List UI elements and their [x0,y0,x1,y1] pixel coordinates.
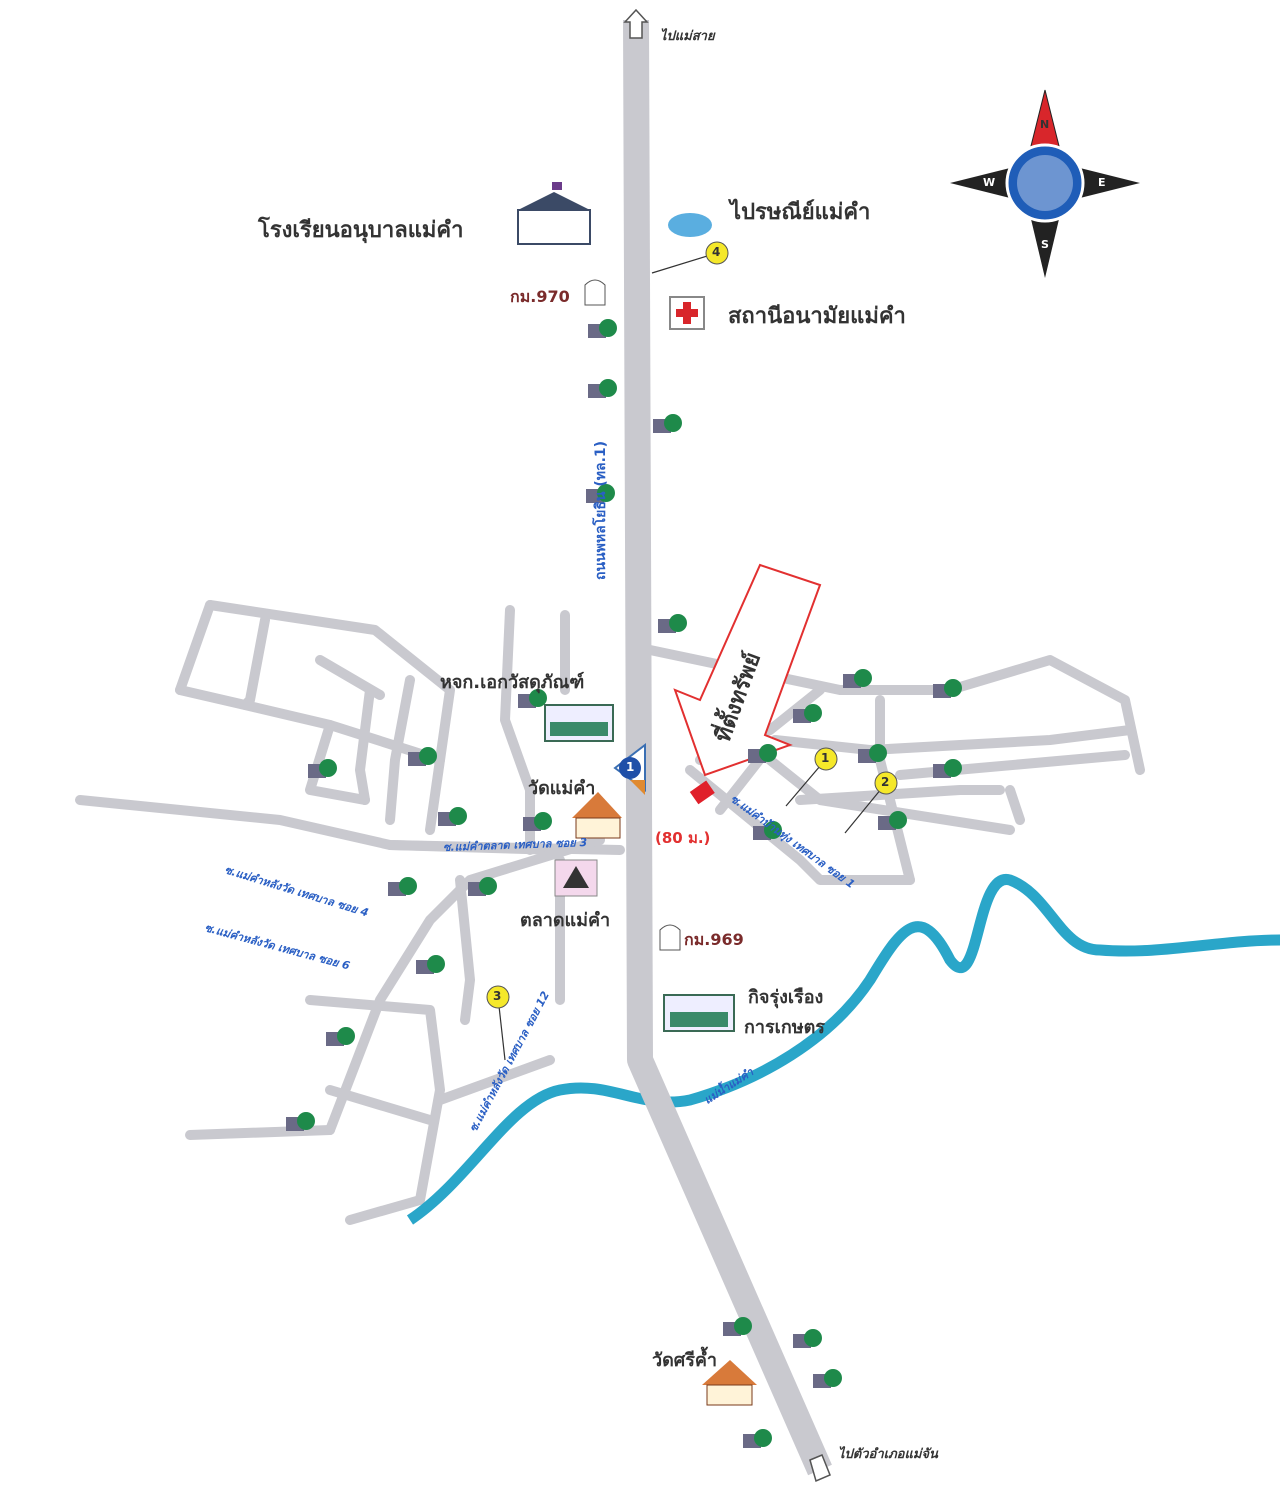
property-pointer-arrow-icon [673,563,822,777]
market-icon [554,859,598,897]
highway-number: 1 [626,760,635,774]
post-office-icon [668,213,712,237]
km-post-970-icon [584,279,606,306]
km-post-969-icon [659,924,681,951]
health-station-icon [669,296,705,330]
health-station-label: สถานีอนามัยแม่คำ [728,304,906,329]
compass-e: E [1098,176,1106,189]
property-marker [689,780,715,805]
house-icons [286,319,962,1448]
south-direction-arrow-icon [809,1454,831,1483]
agri-store-label-1: กิจรุ่งเรือง [748,987,824,1008]
marker-1: 1 [821,751,830,765]
to-north-label: ไปแม่สาย [660,29,715,44]
compass-n: N [1040,118,1050,131]
km970-label: กม.970 [510,287,570,306]
temple-label: วัดแม่คำ [528,778,596,799]
marker-2: 2 [881,775,890,789]
hardware-store-label: หจก.เอกวัสดุภัณฑ์ [440,672,585,693]
marker-3: 3 [493,989,502,1003]
market-label: ตลาดแม่คำ [520,910,611,931]
hardware-store-icon [544,704,614,742]
compass-rose-icon [950,89,1140,278]
school-label: โรงเรียนอนุบาลแม่คำ [258,218,464,243]
temple-south-icon [702,1360,757,1406]
main-road-label: ถนนพหลโยธิน (ทล.1) [593,440,609,580]
compass-s: S [1041,238,1049,251]
north-direction-arrow-icon [623,8,649,39]
compass-w: W [983,176,996,189]
agri-store-icon [663,994,735,1032]
highway-1-shield-icon [613,742,646,795]
to-south-label: ไปตัวอำเภอแม่จัน [838,1447,938,1462]
agri-store-label-2: การเกษตร [744,1017,825,1038]
marker-4: 4 [712,245,721,259]
temple-icon [572,792,622,839]
school-icon [517,182,591,245]
km969-label: กม.969 [684,930,744,949]
distance-label: (80 ม.) [655,829,711,847]
river [406,874,1280,1225]
numbered-markers [486,241,898,1009]
main-road [623,19,832,1476]
temple-south-label: วัดศรีค้ำ [652,1350,718,1371]
post-office-label: ไปรษณีย์แม่คำ [730,200,871,225]
